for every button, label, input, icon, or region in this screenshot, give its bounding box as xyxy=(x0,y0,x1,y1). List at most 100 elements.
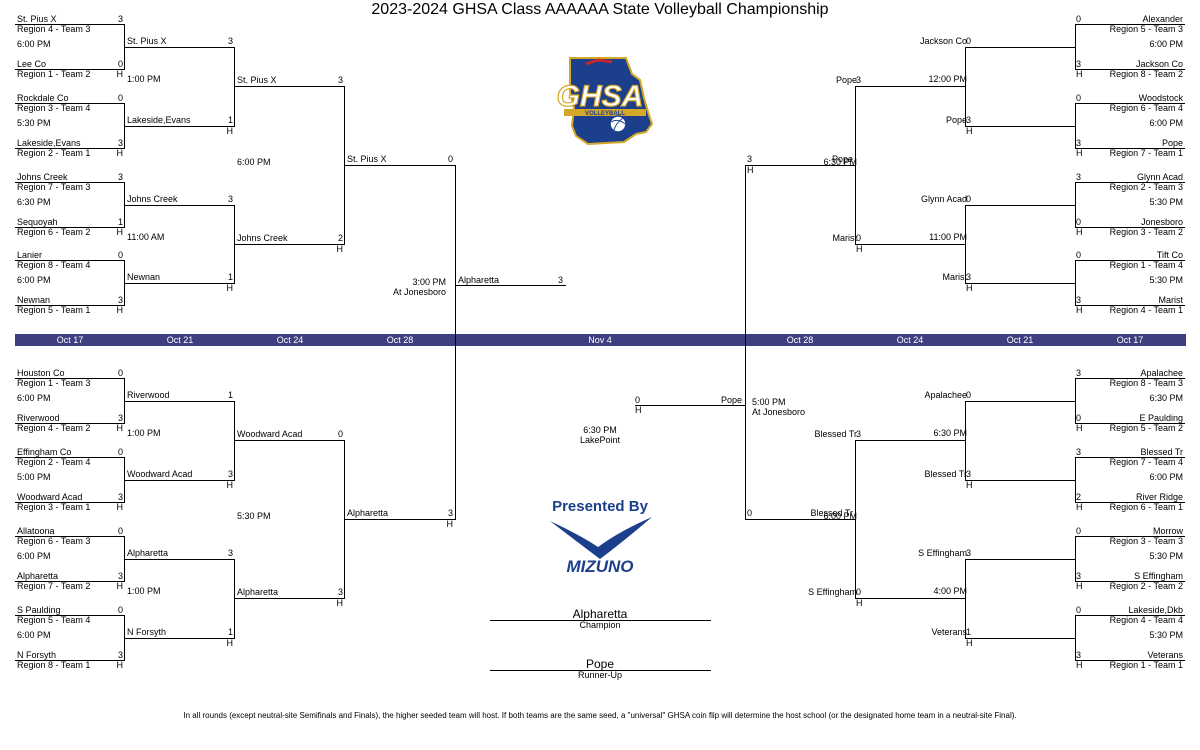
score: 0 xyxy=(117,368,123,378)
team-name: N Forsyth xyxy=(17,650,57,660)
team-name: Pope xyxy=(945,114,967,125)
r1-bottom-line xyxy=(1075,581,1185,582)
match-time: 5:00 PM xyxy=(17,472,51,482)
r1-bottom-line xyxy=(15,502,125,503)
r1-connector xyxy=(1075,378,1076,424)
score: 0 xyxy=(1076,526,1082,536)
team-name: Woodward Acad xyxy=(17,492,83,502)
team-name: St. Pius X xyxy=(17,14,57,24)
venue: At Jonesboro xyxy=(392,287,446,297)
team-name: N Forsyth xyxy=(127,626,167,637)
seed-label: Region 2 - Team 2 xyxy=(1109,581,1183,591)
team-name: Lee Co xyxy=(17,59,47,69)
r3-top-line xyxy=(855,86,965,87)
home-indicator: H xyxy=(116,227,124,237)
r1-top-line xyxy=(15,378,125,379)
seed-label: Region 8 - Team 1 xyxy=(17,660,91,670)
score: 1 xyxy=(227,626,233,637)
seed-label: Region 8 - Team 4 xyxy=(17,260,91,270)
score: 0 xyxy=(856,232,862,243)
final-left-line xyxy=(456,285,566,286)
r2-bottom-line xyxy=(965,480,1075,481)
score: 3 xyxy=(337,75,343,85)
match-time: 6:30 PM xyxy=(933,428,967,438)
r2-bottom-line xyxy=(125,126,235,127)
r1-bottom-line xyxy=(1075,69,1185,70)
presented-by-text: Presented By xyxy=(552,498,649,515)
r2-top-line xyxy=(125,205,235,206)
score: 0 xyxy=(1076,14,1082,24)
team-name: Allatoona xyxy=(17,526,55,536)
seed-label: Region 7 - Team 2 xyxy=(17,581,91,591)
team-name: S Effingham xyxy=(1134,571,1183,581)
team-name: Veterans xyxy=(931,626,967,637)
score: 3 xyxy=(1076,172,1082,182)
r1-bottom-line xyxy=(1075,227,1185,228)
team-name: Alpharetta xyxy=(127,547,169,558)
team-name: S Paulding xyxy=(17,605,61,615)
team-name: Johns Creek xyxy=(237,232,288,243)
home-indicator: H xyxy=(116,69,124,79)
team-name: Houston Co xyxy=(17,368,65,378)
r1-bottom-line xyxy=(15,305,125,306)
home-indicator: H xyxy=(966,282,973,293)
team-name: Veterans xyxy=(1147,650,1183,660)
semi-right-connector xyxy=(745,165,746,520)
team-name: Woodstock xyxy=(1138,93,1183,103)
score: 0 xyxy=(117,526,123,536)
home-indicator: H xyxy=(336,598,344,608)
r2-top-line xyxy=(125,401,235,402)
seed-label: Region 5 - Team 1 xyxy=(17,305,91,315)
home-indicator: H xyxy=(1076,581,1083,591)
match-time: 6:30 PM xyxy=(823,156,857,167)
match-time: 6:00 PM xyxy=(1149,39,1183,49)
ghsa-logo-text: GHSA xyxy=(557,80,644,113)
seed-label: Region 3 - Team 3 xyxy=(1109,536,1183,546)
team-name: Tift Co xyxy=(1156,250,1183,260)
seed-label: Region 3 - Team 1 xyxy=(17,502,91,512)
match-time: 5:30 PM xyxy=(1149,630,1183,640)
team-name: Woodward Acad xyxy=(237,429,303,439)
score: 0 xyxy=(117,250,123,260)
r2-bottom-line xyxy=(965,283,1075,284)
semi-right-top-line xyxy=(745,165,856,166)
match-time: 5:30 PM xyxy=(237,511,271,521)
r2-bottom-line xyxy=(125,480,235,481)
r2-connector xyxy=(234,401,235,481)
home-indicator: H xyxy=(116,423,124,433)
score: 3 xyxy=(1076,571,1082,581)
seed-label: Region 6 - Team 2 xyxy=(17,227,91,237)
r1-top-line xyxy=(1075,457,1185,458)
seed-label: Region 1 - Team 2 xyxy=(17,69,91,79)
seed-label: Region 2 - Team 1 xyxy=(17,148,91,158)
r2-connector xyxy=(965,401,966,481)
match-time: 5:30 PM xyxy=(1149,197,1183,207)
score: 3 xyxy=(227,547,233,558)
seed-label: Region 8 - Team 2 xyxy=(1109,69,1183,79)
r3-bottom-line xyxy=(855,244,965,245)
r3-bottom-line xyxy=(855,598,965,599)
seed-label: Region 5 - Team 2 xyxy=(1109,423,1183,433)
score: 2 xyxy=(1076,492,1082,502)
r1-top-line xyxy=(15,536,125,537)
match-time: 6:00 PM xyxy=(17,393,51,403)
score: 0 xyxy=(117,447,123,457)
r3-top-line xyxy=(235,86,345,87)
team-name: Jackson Co xyxy=(919,35,967,46)
home-indicator: H xyxy=(116,148,124,158)
team-name: Blessed Tr xyxy=(1140,447,1183,457)
r3-bottom-line xyxy=(235,598,345,599)
score: 3 xyxy=(747,153,753,164)
team-name: Lanier xyxy=(17,250,43,260)
seed-label: Region 7 - Team 1 xyxy=(1109,148,1183,158)
team-name: E Paulding xyxy=(1139,413,1183,423)
ghsa-logo-subtext: VOLLEYBALL xyxy=(585,111,625,117)
champion-line xyxy=(490,620,711,621)
team-name: S Effingham xyxy=(918,547,967,558)
home-indicator: H xyxy=(226,125,234,136)
team-name: Rockdale Co xyxy=(17,93,69,103)
match-time: 5:00 PM xyxy=(752,397,786,407)
team-name: St. Pius X xyxy=(127,35,167,46)
score: 3 xyxy=(1076,138,1082,148)
match-time: 11:00 AM xyxy=(127,231,165,242)
